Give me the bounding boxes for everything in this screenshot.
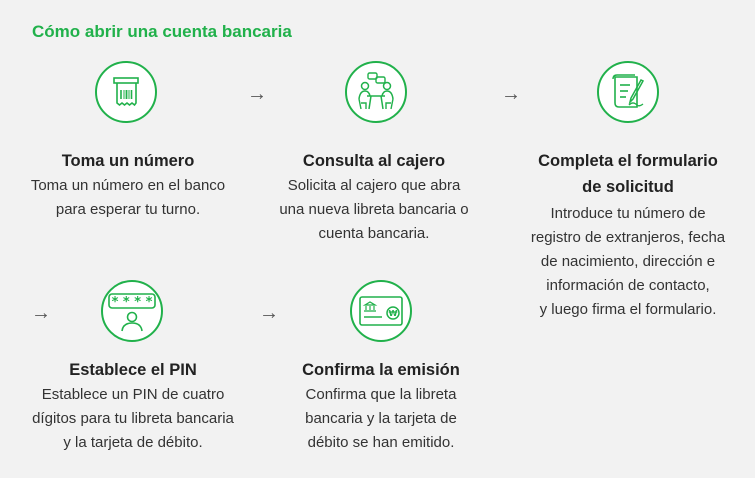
page-title: Cómo abrir una cuenta bancaria (32, 22, 292, 41)
step-consulta-cajero: Consulta al cajero Solicita al cajero qu… (266, 148, 482, 246)
step-title: Toma un número (61, 152, 195, 170)
step-title: de solicitud (582, 178, 674, 196)
svg-text:₩: ₩ (389, 309, 398, 318)
step-desc-line: de nacimiento, dirección e (540, 253, 716, 270)
pin-code-icon: * * * * (101, 280, 163, 342)
arrow-right-icon: → (259, 302, 279, 324)
bank-card-icon: ₩ (350, 280, 412, 342)
step-confirma-emision: Confirma la emisión Confirma que la libr… (276, 357, 486, 455)
step-title: Consulta al cajero (302, 152, 446, 170)
step-desc-line: cuenta bancaria. (318, 225, 430, 242)
step-toma-numero: Toma un número Toma un número en el banc… (20, 148, 236, 222)
step-desc-line: Introduce tu número de (550, 205, 706, 222)
arrow-right-icon: → (31, 302, 51, 324)
consultation-icon (345, 61, 407, 123)
svg-text:* * * *: * * * * (112, 295, 153, 310)
step-desc-line: y luego firma el formulario. (539, 301, 717, 318)
step-title: Confirma la emisión (302, 361, 460, 379)
step-desc-line: Toma un número en el banco (30, 177, 226, 194)
step-desc-line: para esperar tu turno. (55, 201, 201, 218)
step-desc-line: Confirma que la libreta (305, 386, 457, 403)
step-desc-line: dígitos para tu libreta bancaria (32, 410, 234, 427)
step-title: Completa el formulario (538, 152, 718, 170)
ticket-number-icon (95, 61, 157, 123)
form-signing-icon (597, 61, 659, 123)
step-desc-line: registro de extranjeros, fecha (530, 229, 726, 246)
arrow-right-icon: → (501, 83, 521, 105)
step-desc-line: una nueva libreta bancaria o (279, 201, 469, 218)
arrow-right-icon: → (247, 83, 267, 105)
step-desc-line: información de contacto, (546, 277, 710, 294)
step-desc-line: Solicita al cajero que abra (287, 177, 461, 194)
step-desc-line: Establece un PIN de cuatro (41, 386, 225, 403)
step-desc-line: bancaria y la tarjeta de (305, 410, 457, 427)
step-completa-formulario: Completa el formulario de solicitud Intr… (508, 148, 748, 322)
step-desc-line: débito se han emitido. (307, 434, 455, 451)
step-desc-line: y la tarjeta de débito. (63, 434, 203, 451)
step-establece-pin: Establece el PIN Establece un PIN de cua… (20, 357, 246, 455)
step-title: Establece el PIN (69, 361, 197, 379)
